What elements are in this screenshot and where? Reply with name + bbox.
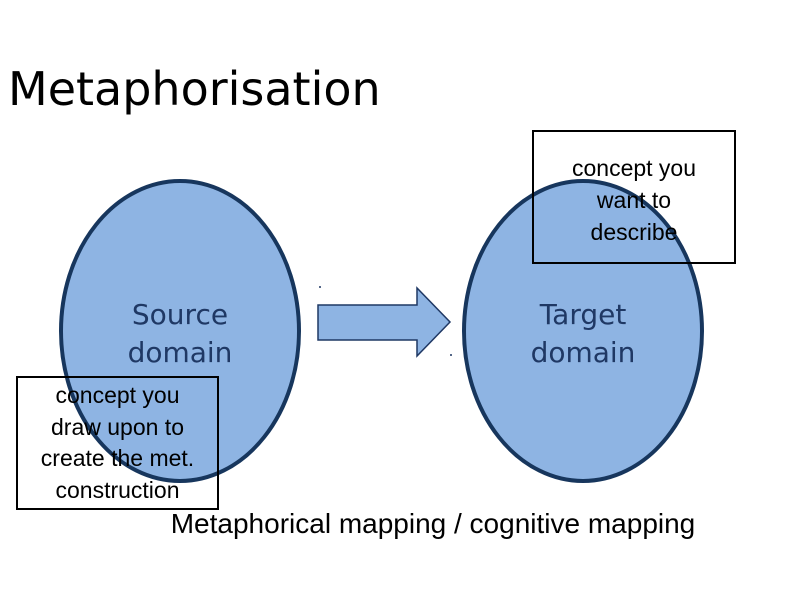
arrow-start-handle [319,286,321,288]
target-note-line: concept you [571,155,697,181]
target-domain-label: Target domain [483,296,683,372]
source-domain-label-line1: Source [131,298,229,331]
target-concept-note: concept you want to describe [532,130,736,264]
source-domain-label: Source domain [80,296,280,372]
mapping-caption: Metaphorical mapping / cognitive mapping [170,508,696,539]
source-domain-label-line2: domain [127,336,233,369]
target-note-line: describe [590,219,678,245]
arrow-end-handle [450,354,452,356]
source-note-line: draw upon to [51,413,184,440]
source-domain-ellipse [59,179,301,483]
source-note-line: construction [55,476,180,503]
source-note-line: concept you [55,382,180,408]
target-domain-label-line2: domain [530,336,636,369]
target-note-line: want to [596,187,672,213]
mapping-arrow [317,286,452,358]
target-domain-ellipse [462,179,704,483]
source-concept-note: concept you draw upon to create the met.… [16,376,219,510]
slide-title: Metaphorisation [8,62,381,116]
target-domain-label-line1: Target [539,298,627,331]
source-note-line: create the met. [40,445,195,471]
